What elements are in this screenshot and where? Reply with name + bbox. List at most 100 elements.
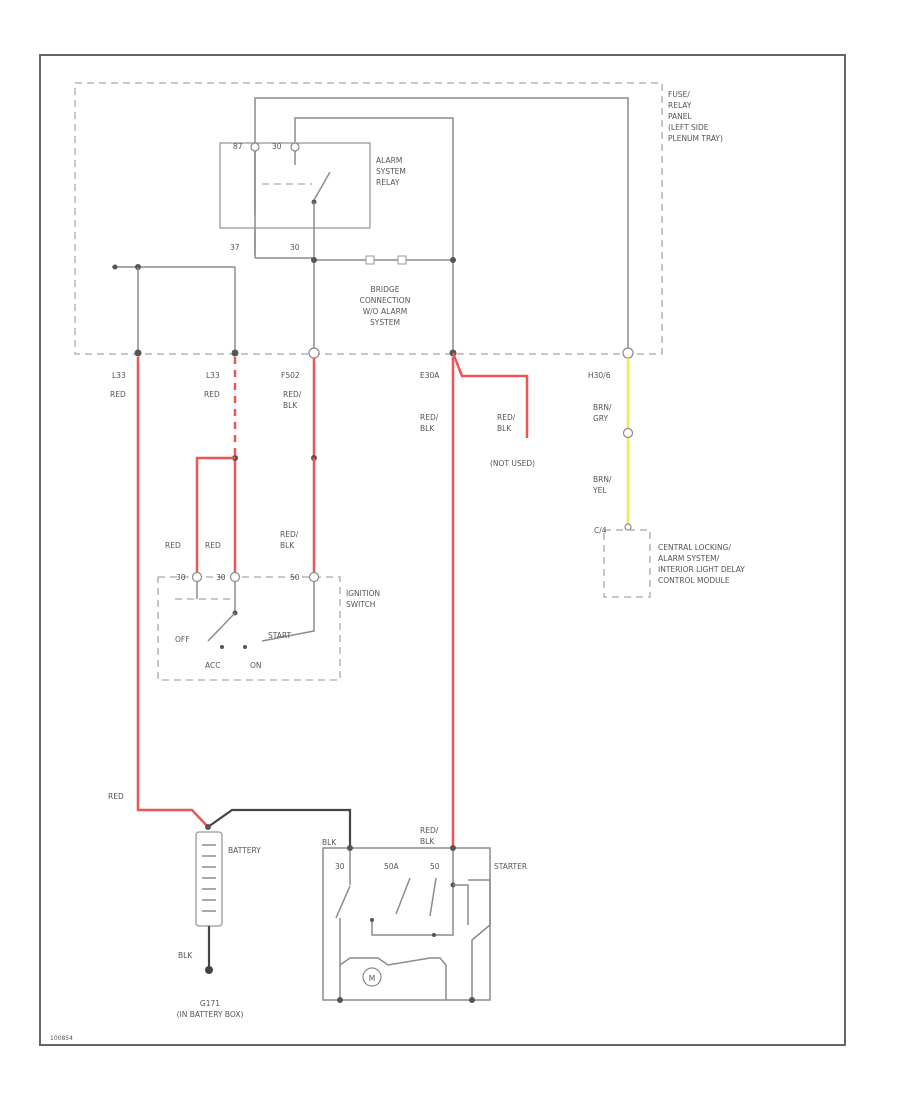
wire-5-color: BLK bbox=[497, 424, 512, 433]
starter-contact bbox=[335, 885, 351, 919]
ignition-pin-30a bbox=[191, 571, 203, 583]
splice-dot bbox=[450, 257, 456, 263]
fuse-relay-panel-box bbox=[74, 82, 663, 355]
wire-3-color: RED/ bbox=[283, 390, 302, 399]
ignition-start-label: START bbox=[268, 631, 292, 640]
starter-solenoid-coil bbox=[468, 879, 491, 1000]
wire-1-label: L33 bbox=[112, 371, 126, 380]
ignition-pin-30b bbox=[229, 571, 241, 583]
wire-1-color: RED bbox=[110, 390, 126, 399]
starter-wire-color: BLK bbox=[420, 837, 435, 846]
diagram-frame bbox=[39, 54, 846, 1046]
wire-6-color: BRN/ bbox=[593, 403, 612, 412]
fuse-panel-label-line: PANEL bbox=[668, 112, 693, 121]
relay-pin-30-top bbox=[290, 142, 300, 152]
fuse-panel-label-line: PLENUM TRAY) bbox=[668, 134, 723, 143]
ignition-contact bbox=[207, 612, 236, 642]
relay-contact bbox=[313, 171, 331, 201]
fuse-panel-label-line: FUSE/ bbox=[668, 90, 690, 99]
battery-wire-color: RED bbox=[108, 792, 124, 801]
starter-box bbox=[322, 847, 491, 1001]
alarm-relay-label-line: ALARM bbox=[376, 156, 402, 165]
ignition-acc-contact bbox=[220, 645, 224, 649]
starter-pin-label: 50A bbox=[384, 862, 400, 871]
starter-pin-label: 30 bbox=[335, 862, 345, 871]
starter-pin-label: 50 bbox=[430, 862, 440, 871]
battery-wire-color: BLK bbox=[322, 838, 337, 847]
wire-2-label: L33 bbox=[206, 371, 220, 380]
panel-feed-wire bbox=[254, 97, 629, 353]
battery-terminal bbox=[205, 824, 211, 830]
battery-label: BATTERY bbox=[228, 846, 261, 855]
battery-symbol bbox=[195, 831, 223, 927]
module-pin bbox=[624, 523, 632, 531]
starter-ground-dot bbox=[469, 997, 475, 1003]
relay-pin-37-label: 37 bbox=[230, 243, 240, 252]
ignition-pin-label: 50 bbox=[290, 573, 300, 582]
alarm-relay-label-line: RELAY bbox=[376, 178, 400, 187]
wire-4-label: E30A bbox=[420, 371, 440, 380]
alarm-relay-label-line: SYSTEM bbox=[376, 167, 406, 176]
wire-2-color: RED bbox=[204, 390, 220, 399]
starter-label: STARTER bbox=[494, 862, 527, 871]
wire-6-label: H30/6 bbox=[588, 371, 611, 380]
central-module-label-line: CONTROL MODULE bbox=[658, 576, 730, 585]
bridge-label-line: SYSTEM bbox=[370, 318, 400, 327]
relay-pin-30-label: 30 bbox=[290, 243, 300, 252]
bridge-label: BRIDGE CONNECTION W/O ALARM SYSTEM bbox=[360, 285, 411, 327]
splice-dot bbox=[311, 257, 317, 263]
panel-terminal-5 bbox=[622, 347, 634, 359]
ignition-on-contact bbox=[243, 645, 247, 649]
diagram-code: 100854 bbox=[50, 1035, 73, 1042]
wire-4-color: BLK bbox=[420, 424, 435, 433]
relay-pin-30-top-label: 30 bbox=[272, 142, 282, 151]
ignition-acc-label: ACC bbox=[205, 661, 220, 670]
bridge-connector-left bbox=[365, 255, 375, 265]
wire-redblk-not-used bbox=[451, 352, 529, 438]
wire-red-ignition-branch bbox=[195, 456, 235, 572]
ignition-wire-color: BLK bbox=[280, 541, 295, 550]
starter-solenoid bbox=[453, 884, 469, 925]
starter-terminal-50 bbox=[450, 845, 456, 851]
starter-contact bbox=[395, 877, 411, 915]
wire-5-color: RED/ bbox=[497, 413, 516, 422]
not-used-label: (NOT USED) bbox=[490, 459, 535, 468]
wire-6-color: BRN/ bbox=[593, 475, 612, 484]
relay-to-bridge-wire bbox=[294, 117, 454, 353]
panel-terminal-3 bbox=[308, 347, 320, 359]
starter-contact-dot bbox=[432, 933, 436, 937]
starter-internal-wire bbox=[371, 851, 454, 936]
inline-connector bbox=[622, 427, 634, 439]
ground-point bbox=[205, 966, 213, 974]
fuse-panel-label: FUSE/ RELAY PANEL (LEFT SIDE PLENUM TRAY… bbox=[668, 90, 723, 143]
starter-motor-label: M bbox=[369, 974, 375, 983]
relay-pin-87-label: 87 bbox=[233, 142, 243, 151]
ignition-pin-label: 30 bbox=[216, 573, 226, 582]
wire-3-label: F502 bbox=[281, 371, 300, 380]
ignition-off-label: OFF bbox=[175, 635, 190, 644]
wire-3-color: BLK bbox=[283, 401, 298, 410]
ignition-on-label: ON bbox=[250, 661, 262, 670]
central-module-label: CENTRAL LOCKING/ ALARM SYSTEM/ INTERIOR … bbox=[658, 543, 745, 585]
ignition-pin-50 bbox=[308, 571, 320, 583]
wire-battery-to-starter bbox=[207, 808, 352, 848]
central-module-label-line: ALARM SYSTEM/ bbox=[658, 554, 720, 563]
central-module-label-line: CENTRAL LOCKING/ bbox=[658, 543, 731, 552]
ignition-wire-color: RED bbox=[165, 541, 181, 550]
ignition-switch-label-line: SWITCH bbox=[346, 600, 375, 609]
wire-red-battery-feed bbox=[136, 357, 209, 828]
starter-wire-color: RED/ bbox=[420, 826, 439, 835]
panel-terminal-2 bbox=[231, 349, 239, 357]
wire-6-color: YEL bbox=[592, 486, 607, 495]
battery-cells bbox=[202, 844, 216, 912]
starter-ground-dot bbox=[337, 997, 343, 1003]
panel-terminal-1 bbox=[134, 349, 142, 357]
bridge-label-line: CONNECTION bbox=[360, 296, 411, 305]
alarm-relay-label: ALARM SYSTEM RELAY bbox=[376, 156, 406, 187]
ground-label-line: (IN BATTERY BOX) bbox=[177, 1010, 244, 1019]
starter-contact-dot bbox=[370, 918, 374, 922]
central-module-box bbox=[603, 529, 651, 598]
fuse-panel-label-line: RELAY bbox=[668, 101, 692, 110]
ignition-switch-label: IGNITION SWITCH bbox=[346, 589, 380, 609]
